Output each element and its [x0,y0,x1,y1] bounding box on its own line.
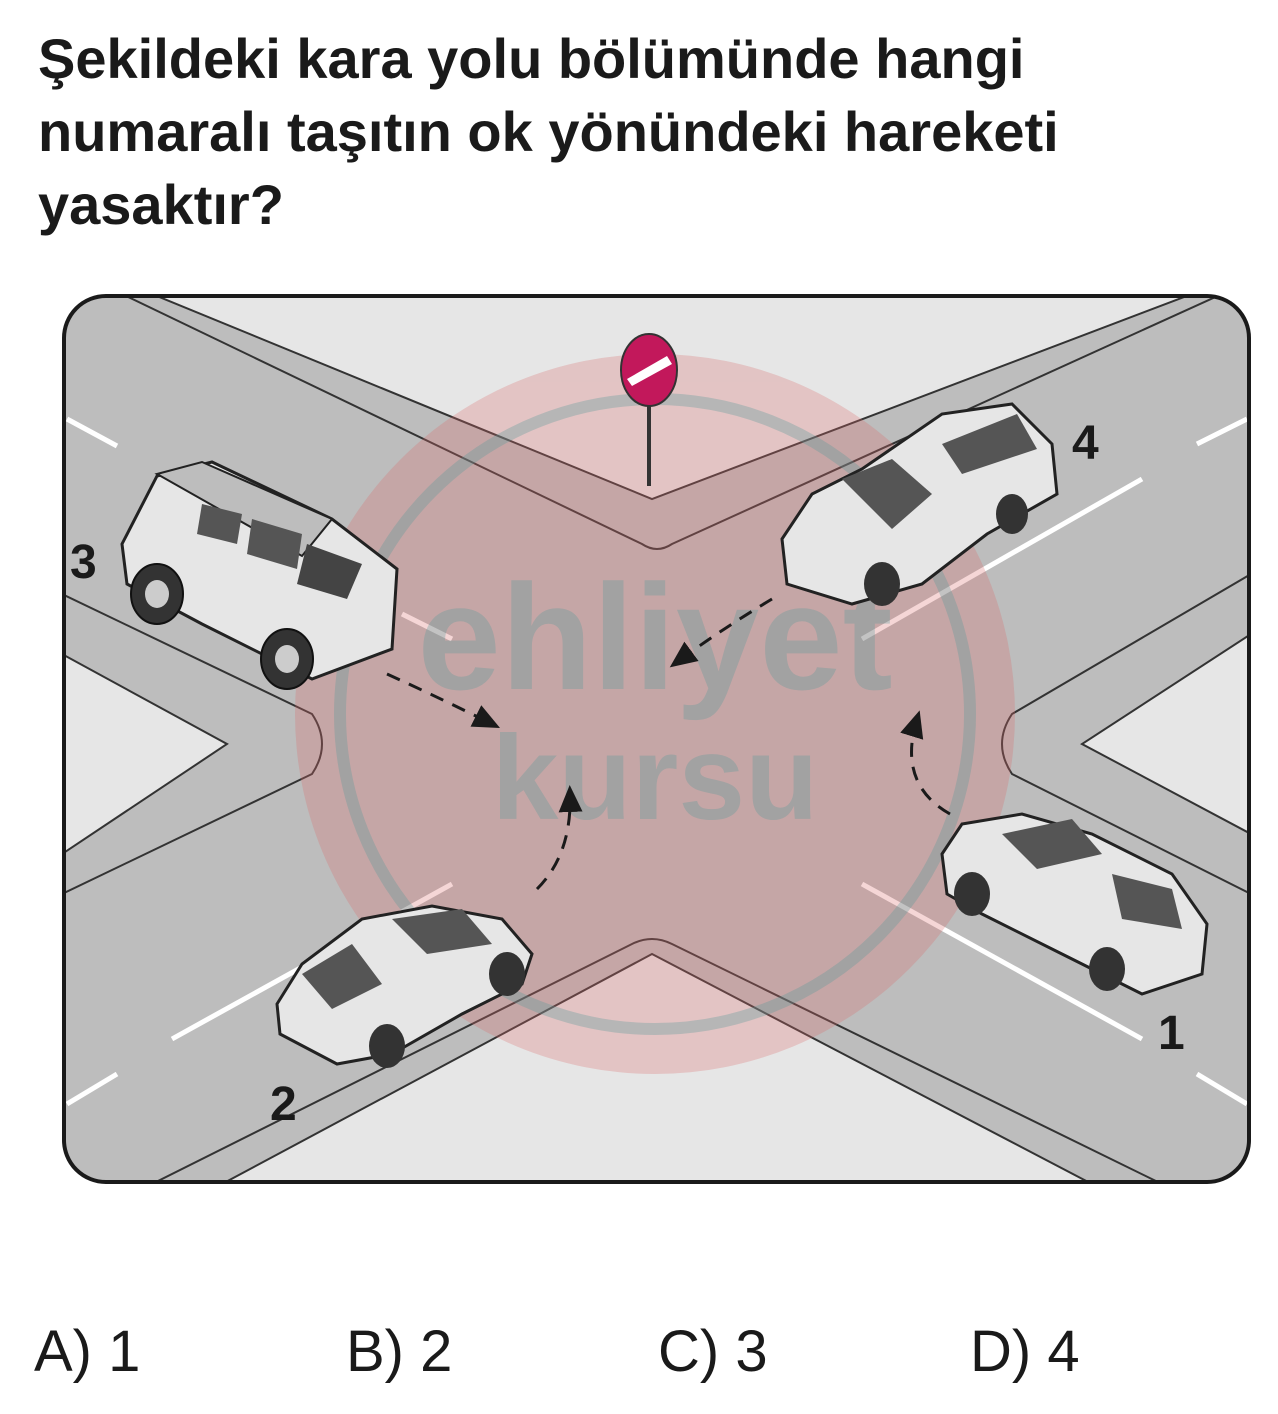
vehicle-1-sedan-icon [940,812,1209,996]
vehicle-label-1: 1 [1158,1007,1185,1060]
intersection-illustration: ehliyet kursu [62,294,1251,1184]
vehicle-4-sedan-icon [780,402,1059,606]
watermark: ehliyet kursu [295,354,1015,1074]
arrow-vehicle-4 [669,597,773,668]
question-text: Şekildeki kara yolu bölümünde hangi numa… [38,27,1059,236]
arrow-vehicle-2 [535,785,583,891]
watermark-text-kursu: kursu [492,711,819,845]
option-d[interactable]: D) 4 [970,1319,1080,1384]
curb-left [64,593,323,895]
option-b[interactable]: B) 2 [346,1319,453,1384]
option-a[interactable]: A) 1 [34,1319,141,1384]
curb-right [1001,573,1249,895]
arrow-vehicle-1 [900,710,951,816]
arrow-vehicle-3 [386,672,501,729]
sidewalk-left [64,652,229,856]
vehicle-3-suv-icon [120,460,399,690]
no-entry-sign-icon [620,333,678,486]
option-c[interactable]: C) 3 [658,1319,768,1384]
answer-options: A) 1 B) 2 C) 3 D) 4 [0,1318,1278,1398]
vehicle-2-sedan-icon [275,904,534,1068]
illustration-frame [62,294,1251,1184]
sidewalk-right [1080,632,1249,836]
curb-bottom [151,938,1163,1182]
sidewalk-bottom [221,952,1093,1182]
intersection-svg: ehliyet kursu [62,294,1251,1184]
vehicle-label-2: 2 [270,1078,297,1131]
vehicle-label-3: 3 [70,536,97,589]
curb-top [121,296,1223,550]
movement-arrows [386,597,951,891]
vehicle-label-4: 4 [1072,417,1099,470]
